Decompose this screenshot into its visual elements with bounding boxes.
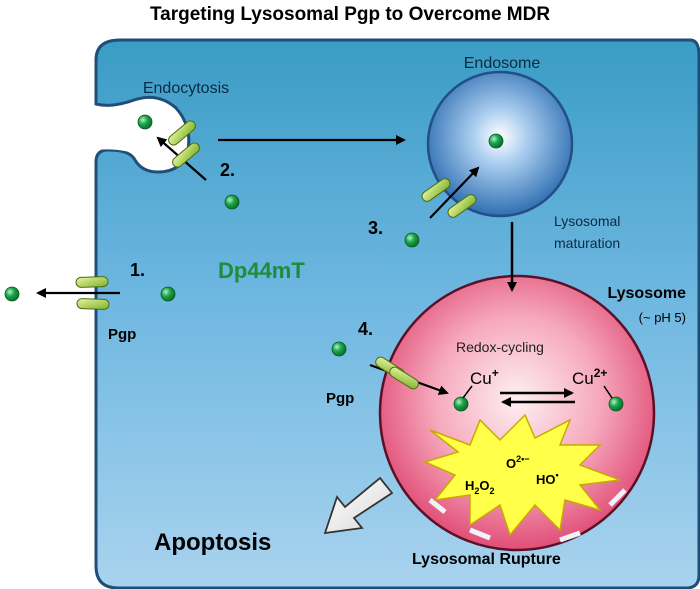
endocytosis-label: Endocytosis — [143, 80, 229, 97]
step-4-label: 4. — [358, 319, 373, 339]
molecule-pocket — [137, 114, 153, 130]
cu-2plus-label: Cu2+ — [572, 366, 607, 388]
cu-2plus-bond — [603, 385, 613, 399]
molecule-step4 — [331, 341, 347, 357]
lysosomal-maturation-label-2: maturation — [554, 235, 620, 251]
ros-burst — [422, 413, 621, 537]
pgp-lysosome-label: Pgp — [326, 390, 354, 407]
molecule-endosome — [488, 133, 504, 149]
lysosome-rupture-gaps — [428, 488, 627, 543]
arrow-step3 — [429, 166, 480, 219]
diagram-title: Targeting Lysosomal Pgp to Overcome MDR — [150, 4, 550, 25]
hydroxyl-label: HO• — [536, 470, 559, 487]
endosome-label: Endosome — [464, 55, 541, 72]
cu-plus-bond — [462, 385, 473, 399]
pgp-membrane-1 — [75, 275, 109, 289]
pgp-membrane-label: Pgp — [108, 326, 136, 343]
lysosomal-maturation-label-1: Lysosomal — [554, 213, 620, 229]
step-2-label: 2. — [220, 160, 235, 180]
step-1-label: 1. — [130, 260, 145, 280]
pgp-membrane-2 — [76, 297, 110, 311]
molecule-cu-2plus — [608, 396, 624, 412]
molecule-cu-plus — [453, 396, 469, 412]
redox-label: Redox-cycling — [456, 339, 544, 355]
apoptosis-arrow — [323, 476, 394, 535]
molecule-step3 — [404, 232, 420, 248]
superoxide-label: O2•− — [506, 454, 530, 471]
molecule-step1 — [160, 286, 176, 302]
rupture-label: Lysosomal Rupture — [412, 551, 561, 568]
molecule-outside — [4, 286, 20, 302]
lysosome-label: Lysosome — [607, 285, 686, 302]
drug-label: Dp44mT — [218, 258, 305, 283]
molecule-step2 — [224, 194, 240, 210]
step-3-label: 3. — [368, 218, 383, 238]
apoptosis-label: Apoptosis — [154, 529, 271, 556]
cu-plus-label: Cu+ — [470, 366, 499, 388]
ph-label: (~ pH 5) — [639, 310, 686, 325]
h2o2-label: H2O2 — [465, 478, 495, 496]
